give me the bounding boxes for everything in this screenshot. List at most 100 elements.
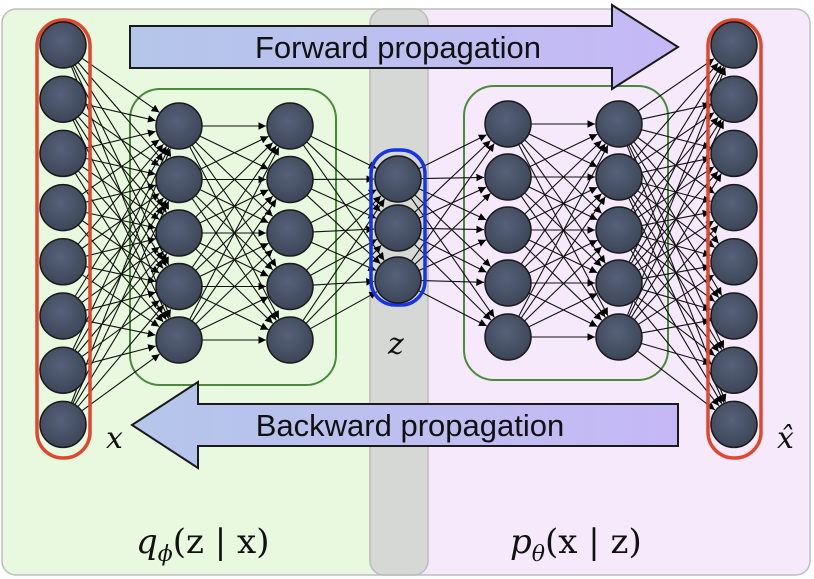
connection-3-2-2: [418, 239, 487, 272]
connection-4-4-2: [524, 246, 603, 322]
neuron-layer5-0: [595, 100, 643, 148]
encoder-label: qϕ(z | x): [136, 522, 269, 567]
connection-4-4-3: [528, 293, 598, 328]
connection-2-0-1: [306, 141, 381, 212]
neuron-layer0-0: [39, 21, 87, 69]
input-label: x: [106, 421, 123, 456]
neuron-layer6-6: [710, 346, 758, 394]
connection-0-1-2: [77, 116, 164, 216]
neuron-layer4-4: [484, 313, 532, 361]
neuron-layer5-1: [595, 153, 643, 201]
connection-0-4-3: [85, 266, 156, 284]
connection-4-1-0: [528, 133, 598, 168]
neuron-layer0-2: [39, 129, 87, 178]
connection-3-2-3: [420, 278, 485, 286]
connection-1-4-3: [199, 296, 269, 331]
decoder-label: pθ(x | z): [510, 522, 642, 567]
connection-5-4-3: [633, 225, 719, 321]
neurons: [39, 21, 758, 449]
neuron-layer4-1: [484, 153, 532, 201]
connection-2-3-0: [305, 195, 382, 271]
neuron-layer0-3: [39, 183, 87, 232]
connection-5-4-4: [637, 274, 715, 325]
neuron-layer5-3: [595, 259, 643, 307]
connection-0-3-0: [81, 139, 160, 195]
connection-0-4-4: [81, 274, 160, 328]
connection-2-4-1: [305, 244, 382, 324]
output-label: x̂: [777, 421, 794, 456]
connection-1-4-0: [189, 147, 280, 320]
neuron-layer6-5: [710, 292, 758, 340]
input-layer-outline: [35, 18, 92, 460]
connection-0-3-3: [81, 220, 160, 274]
connection-2-1-1: [310, 188, 377, 219]
latent-layer-outline: [369, 148, 427, 307]
connection-0-1-0: [85, 103, 156, 123]
connection-3-2-4: [418, 290, 487, 327]
neuron-layer2-1: [266, 155, 314, 204]
neuron-layer1-1: [155, 155, 203, 204]
connection-4-3-0: [520, 143, 606, 265]
forward-label: Forward propagation: [255, 30, 541, 65]
neuron-layer5-4: [595, 313, 643, 361]
decoder-hidden-group: [463, 85, 669, 381]
connection-3-0-3: [414, 194, 491, 267]
connection-0-0-1: [77, 62, 164, 162]
connection-1-3-0: [191, 145, 277, 268]
connection-2-4-2: [309, 291, 378, 330]
connection-1-1-0: [199, 135, 269, 170]
neuron-layer6-7: [710, 400, 758, 449]
connection-1-2-0: [195, 142, 274, 218]
neuron-layer5-2: [595, 206, 643, 254]
connection-3-0-1: [420, 173, 485, 182]
latent-label: z: [387, 327, 404, 362]
connection-3-2-1: [414, 192, 491, 265]
neuron-layer6-0: [710, 21, 758, 69]
connection-2-3-1: [309, 238, 378, 276]
connection-5-4-6: [640, 342, 712, 366]
connection-2-0-0: [310, 135, 377, 169]
connection-0-7-0: [70, 148, 172, 404]
connection-1-4-1: [191, 198, 277, 322]
neuron-layer0-6: [39, 346, 87, 394]
connection-2-2-0: [310, 189, 377, 224]
connection-0-0-0: [81, 57, 160, 113]
connection-0-2-1: [85, 157, 156, 177]
neuron-layer0-5: [39, 292, 87, 340]
neuron-layer4-3: [484, 259, 532, 307]
neuron-layer2-3: [266, 262, 314, 311]
neuron-layer3-0: [374, 155, 422, 203]
neuron-layer6-2: [710, 129, 758, 178]
connection-0-3-2: [85, 211, 156, 231]
connection-4-2-0: [524, 140, 602, 215]
neuron-layer2-4: [266, 316, 314, 364]
connection-2-2-2: [310, 241, 377, 271]
neuron-layer4-0: [484, 100, 532, 148]
connection-4-4-0: [518, 145, 609, 317]
connection-0-4-0: [77, 143, 164, 245]
neuron-layer2-0: [266, 102, 314, 150]
connection-3-0-2: [418, 188, 487, 221]
connection-0-7-4: [81, 353, 160, 412]
neuron-layer6-1: [710, 75, 758, 123]
neuron-layer4-2: [484, 206, 532, 254]
connection-3-0-0: [418, 134, 487, 170]
neuron-layer0-4: [39, 238, 87, 286]
connection-1-4-2: [195, 249, 274, 325]
forward-arrow: [129, 3, 680, 91]
connection-5-4-7: [636, 350, 716, 411]
connection-0-7-3: [77, 304, 165, 408]
connection-0-2-0: [85, 129, 156, 149]
neuron-layer6-3: [710, 183, 758, 232]
connection-3-1-4: [413, 243, 492, 321]
neuron-layer3-2: [374, 256, 422, 304]
output-layer-outline: [706, 18, 763, 460]
backward-arrow: [130, 380, 679, 470]
neuron-layer0-1: [39, 75, 87, 123]
neuron-layer1-2: [155, 209, 203, 257]
backward-label: Backward propagation: [256, 408, 564, 443]
connection-5-1-0: [633, 62, 719, 161]
neuron-layer0-7: [39, 400, 87, 449]
neuron-layer1-4: [155, 316, 203, 364]
